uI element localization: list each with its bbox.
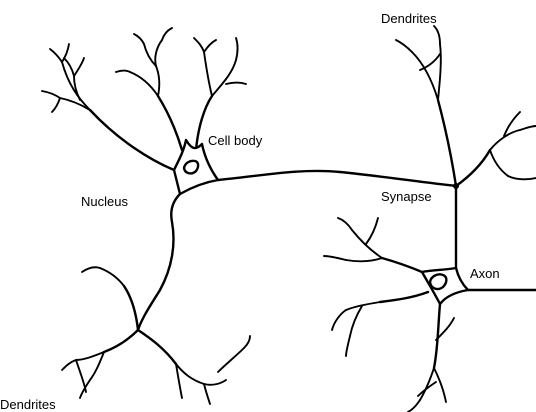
label-synapse: Synapse: [381, 189, 432, 204]
right-nucleus: [430, 274, 446, 289]
synapse-junction: [453, 183, 459, 189]
left-neuron-axon: [218, 171, 456, 186]
right-neuron: [324, 26, 536, 412]
right-neuron-upper-dendrites: [396, 26, 536, 186]
label-dendrites-bottom: Dendrites: [0, 397, 56, 412]
label-cell-body: Cell body: [208, 133, 263, 148]
label-dendrites-top: Dendrites: [381, 11, 437, 26]
right-neuron-lower-dendrites: [324, 218, 454, 412]
label-nucleus: Nucleus: [81, 194, 128, 209]
left-neuron-lower-dendrites: [62, 267, 250, 404]
label-axon: Axon: [470, 266, 500, 281]
left-neuron: [42, 28, 456, 404]
left-nucleus: [184, 161, 198, 174]
left-neuron-upper-dendrites: [42, 28, 246, 170]
